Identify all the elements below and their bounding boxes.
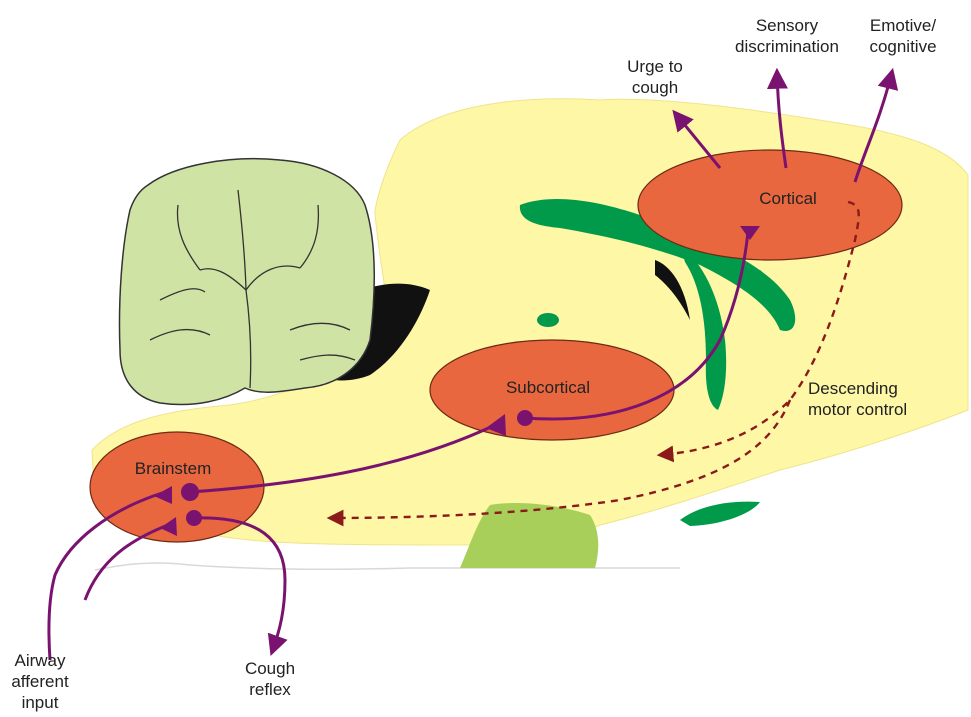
- brainstem-label: Brainstem: [120, 458, 226, 479]
- descending-motor-control-label: Descending motor control: [808, 378, 968, 420]
- cerebellum: [119, 159, 374, 405]
- airway-afferent-input-label: Airway afferent input: [0, 650, 80, 713]
- terminal-brainstem-dot-lower: [186, 510, 202, 526]
- cortical-label: Cortical: [738, 188, 838, 209]
- emotive-cognitive-label: Emotive/ cognitive: [848, 15, 958, 57]
- sensory-discrimination-label: Sensory discrimination: [722, 15, 852, 57]
- terminal-brainstem-dot-upper: [181, 483, 199, 501]
- urge-to-cough-label: Urge to cough: [605, 56, 705, 98]
- subcortical-label: Subcortical: [488, 377, 608, 398]
- terminal-subcortical-dot: [517, 410, 533, 426]
- cough-reflex-label: Cough reflex: [230, 658, 310, 700]
